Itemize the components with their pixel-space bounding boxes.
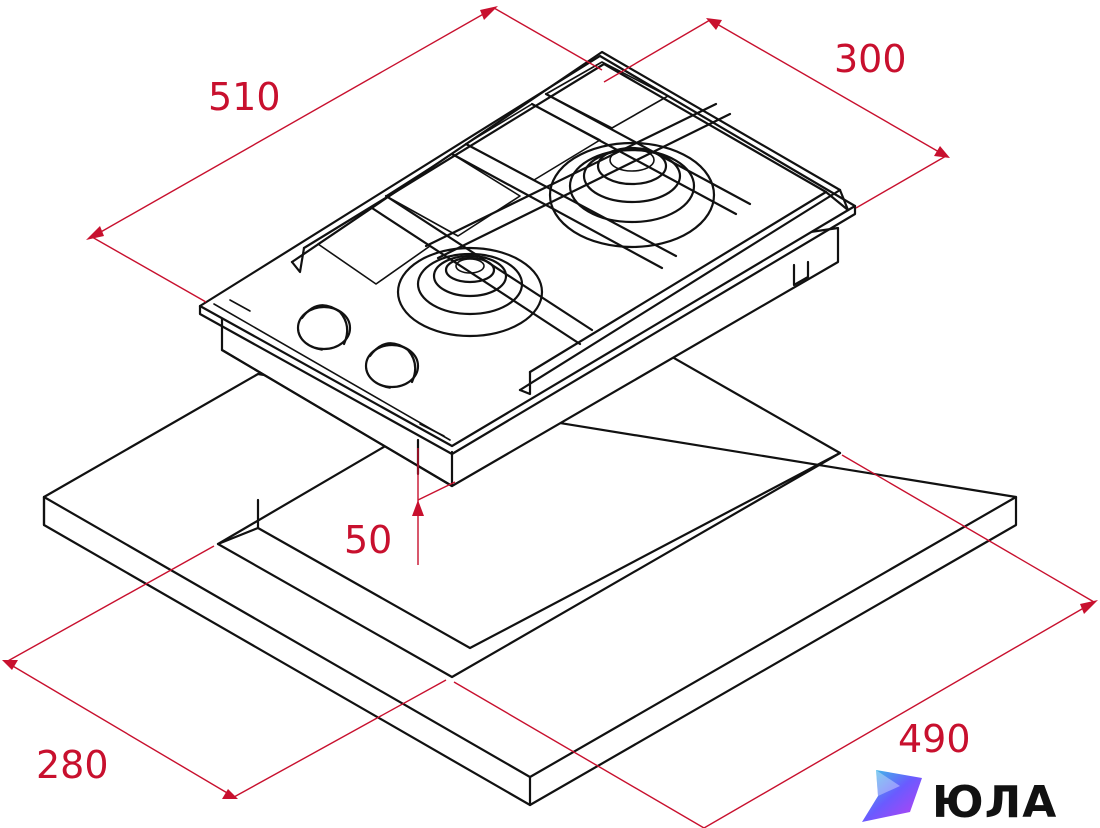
knob-left (296, 304, 352, 351)
countertop (42, 316, 1018, 807)
dimension-lines (2, 6, 1098, 828)
dimension-labels: 510 300 50 280 490 (36, 37, 971, 787)
dimension-label-300: 300 (834, 37, 907, 81)
burner-small (396, 246, 544, 338)
yula-logo-icon (862, 770, 922, 822)
hob-unit (198, 50, 857, 488)
dimension-label-490: 490 (898, 717, 971, 761)
dimension-label-510: 510 (208, 75, 281, 119)
dimension-label-280: 280 (36, 743, 109, 787)
brand-name: ЮЛА (932, 777, 1057, 828)
dimension-label-50: 50 (344, 518, 392, 562)
pan-support-grate (290, 50, 850, 396)
knob-right (364, 342, 420, 389)
burner-large (548, 141, 716, 249)
watermark: ЮЛА (862, 770, 1057, 828)
